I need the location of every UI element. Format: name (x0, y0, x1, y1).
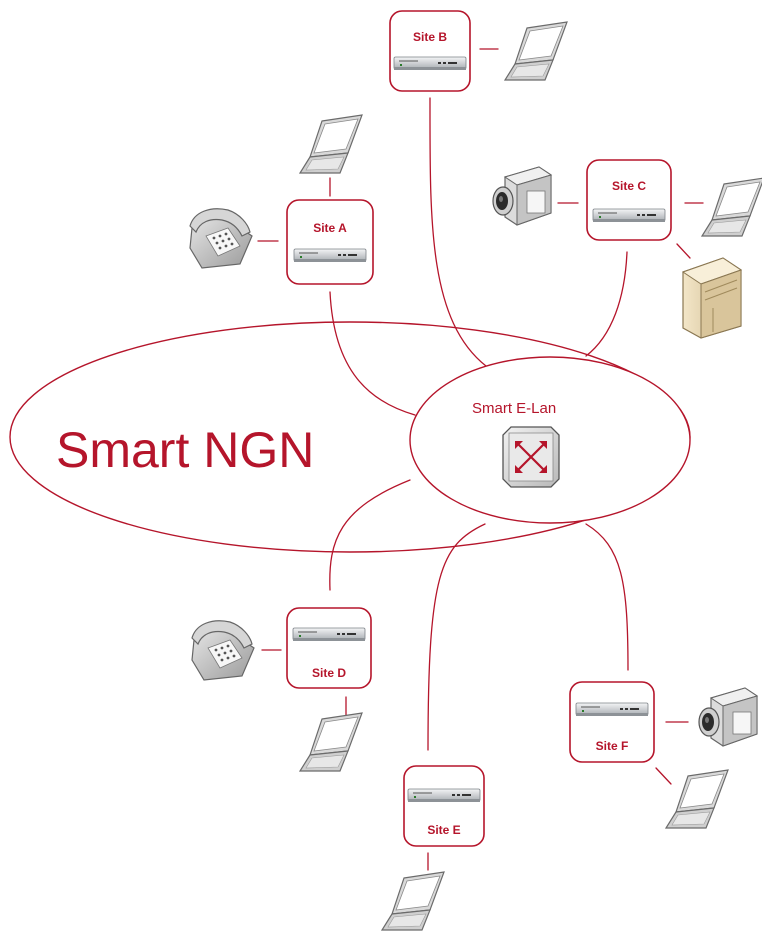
router-icon (407, 788, 481, 803)
site-c-server-icon (681, 257, 743, 339)
smart-ngn-label: Smart NGN (56, 422, 314, 478)
link-site-c-server (676, 243, 691, 259)
smart-ngn-network: Smart NGN (9, 321, 691, 553)
link-hub-site-f (585, 523, 629, 671)
site-b[interactable]: Site B (389, 10, 471, 92)
site-a-telephone-icon (189, 208, 253, 269)
site-a-label: Site A (313, 221, 347, 235)
link-hub-site-d (329, 479, 411, 591)
smart-elan-hub[interactable]: Smart E-Lan (409, 356, 691, 524)
ethernet-switch-icon (502, 426, 560, 488)
site-d-telephone-icon (191, 620, 255, 681)
smart-elan-label: Smart E-Lan (472, 400, 556, 417)
site-f-label: Site F (596, 739, 629, 753)
site-e-label: Site E (427, 823, 460, 837)
site-f-laptop-icon (665, 769, 729, 829)
router-icon (292, 627, 366, 642)
site-c-laptop-icon (701, 177, 762, 237)
site-b-label: Site B (413, 30, 447, 44)
site-e-laptop-icon (381, 871, 445, 931)
site-c-label: Site C (612, 179, 646, 193)
router-icon (393, 56, 467, 71)
link-site-a-hub (329, 291, 416, 416)
site-d-laptop-icon (299, 712, 363, 772)
link-site-b-hub (429, 97, 487, 367)
site-d-label: Site D (312, 666, 346, 680)
site-f[interactable]: Site F (569, 681, 655, 763)
link-site-f-laptop (655, 767, 672, 785)
site-a-laptop-icon (299, 114, 363, 174)
site-c-video-camera-icon (492, 166, 552, 226)
site-e[interactable]: Site E (403, 765, 485, 847)
site-f-video-camera-icon (698, 687, 758, 747)
router-icon (575, 702, 649, 717)
router-icon (293, 248, 367, 263)
link-hub-site-e (427, 523, 486, 751)
link-site-c-hub (585, 251, 628, 357)
site-d[interactable]: Site D (286, 607, 372, 689)
site-c[interactable]: Site C (586, 159, 672, 241)
site-b-laptop-icon (504, 21, 568, 81)
router-icon (592, 208, 666, 223)
site-a[interactable]: Site A (286, 199, 374, 285)
